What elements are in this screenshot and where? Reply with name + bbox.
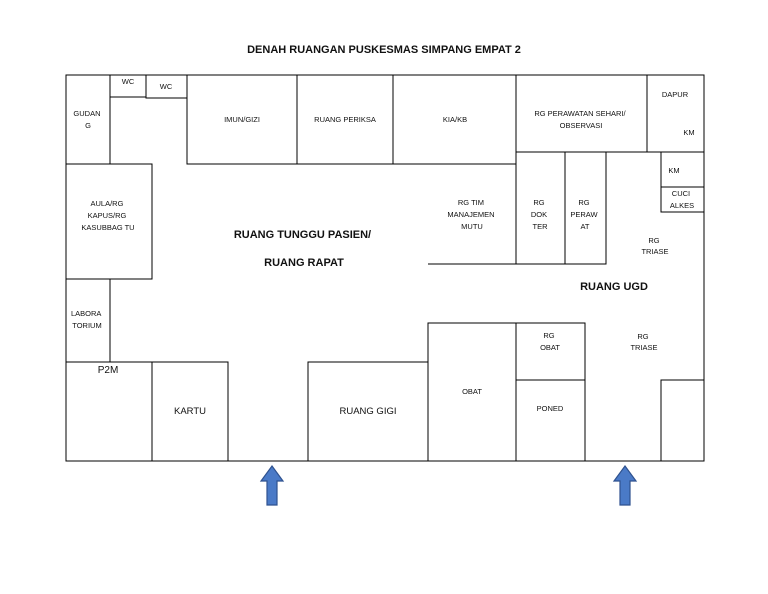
- rg-perawatan-label: RG PERAWATAN SEHARI/ OBSERVASI: [534, 109, 627, 130]
- km-label-2: KM: [668, 166, 679, 175]
- wc-label-2: WC: [160, 82, 173, 91]
- dapur-room: [646, 74, 705, 153]
- laboratorium-label: LABORA TORIUM: [71, 309, 103, 330]
- p2m-room: [65, 361, 153, 462]
- ruang-periksa-label: RUANG PERIKSA: [314, 115, 376, 124]
- rg-dokter-room: [515, 151, 566, 265]
- km-label-1: KM: [683, 128, 694, 137]
- p2m-label: P2M: [98, 365, 119, 376]
- poned-room: [515, 379, 586, 462]
- entrance-arrow-icon: [612, 464, 638, 506]
- room-labels: GUDAN G WC WC IMUN/GIZI RUANG PERIKSA KI…: [71, 77, 695, 417]
- ruang-ugd-label: RUANG UGD: [580, 281, 648, 293]
- plan-title: DENAH RUANGAN PUSKESMAS SIMPANG EMPAT 2: [247, 44, 521, 56]
- poned-label: PONED: [537, 404, 564, 413]
- imun-gizi-label: IMUN/GIZI: [224, 115, 260, 124]
- building-outline: [65, 74, 705, 462]
- rg-dokter-label: RG DOK TER: [531, 198, 549, 231]
- kartu-label: KARTU: [174, 406, 206, 417]
- aula-label: AULA/RG KAPUS/RG KASUBBAG TU: [81, 199, 134, 232]
- kartu-room: [151, 361, 229, 462]
- cuci-alkes-room: [660, 186, 705, 213]
- rg-perawat-label: RG PERAW AT: [570, 198, 599, 231]
- gudang-label: GUDAN G: [73, 109, 102, 130]
- rg-triase-label-2: RG TRIASE: [630, 332, 657, 352]
- ugd-side-room: [660, 379, 705, 462]
- dapur-label: DAPUR: [662, 90, 689, 99]
- rg-perawat-room: [564, 151, 607, 265]
- obat-label: OBAT: [462, 387, 482, 396]
- walls: [65, 74, 705, 462]
- rg-tim-manajemen-label: RG TIM MANAJEMEN MUTU: [447, 198, 496, 231]
- ruang-gigi-label: RUANG GIGI: [339, 406, 396, 417]
- entrance-arrows: [259, 464, 638, 506]
- wc-label-1: WC: [122, 77, 135, 86]
- kia-kb-label: KIA/KB: [443, 115, 467, 124]
- entrance-arrow-icon: [259, 464, 285, 506]
- gudang-room: [65, 74, 111, 165]
- aula-room: [65, 163, 153, 280]
- ruang-tunggu-label: RUANG TUNGGU PASIEN/ RUANG RAPAT: [234, 229, 374, 269]
- cuci-alkes-label: CUCI ALKES: [670, 189, 694, 210]
- rg-triase-label-1: RG TRIASE: [641, 236, 668, 256]
- rg-obat-label: RG OBAT: [540, 331, 560, 352]
